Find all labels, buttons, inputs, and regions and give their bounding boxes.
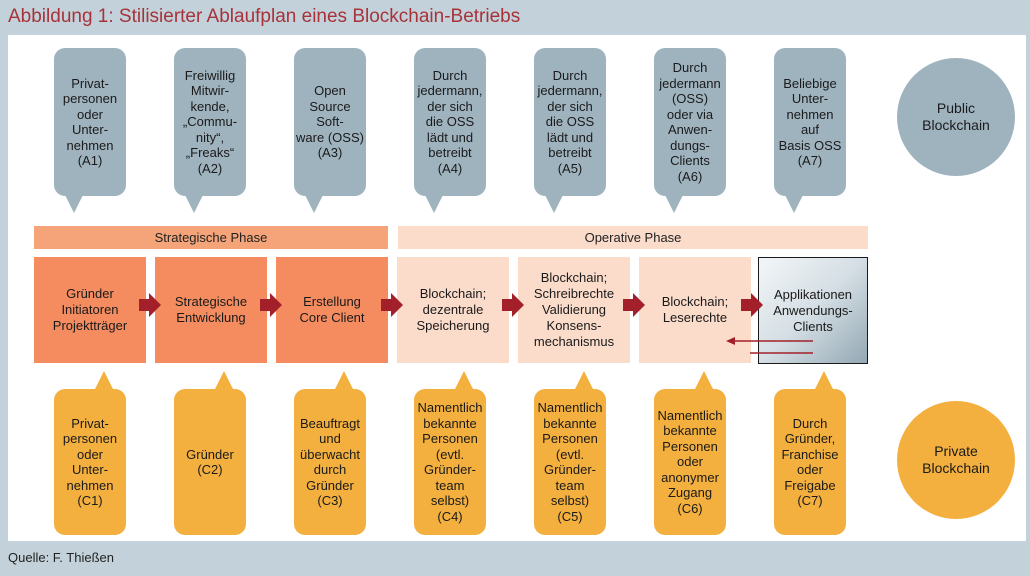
- bubble-tail: [64, 193, 84, 213]
- bubble-text: Gründer (C2): [186, 446, 234, 478]
- private-bubble-c6: Namentlich bekannte Personen oder anonym…: [654, 389, 726, 535]
- bubble-text: Privat- personen oder Unter- nehmen (C1): [62, 415, 118, 509]
- strategic-phase-bar: Strategische Phase: [34, 226, 388, 249]
- bubble-text: Namentlich bekannte Personen oder anonym…: [657, 407, 723, 516]
- public-bubble-a6: Durch jedermann (OSS) oder via Anwen- du…: [654, 48, 726, 196]
- process-step-write-rights: Blockchain; Schreibrechte Validierung Ko…: [518, 257, 630, 363]
- figure-title: Abbildung 1: Stilisierter Ablaufplan ein…: [8, 6, 521, 27]
- step-text: Erstellung Core Client: [299, 294, 365, 325]
- flow-arrow-icon: [381, 293, 403, 317]
- private-bubble-c2: Gründer (C2): [174, 389, 246, 535]
- bubble-tail: [424, 193, 444, 213]
- bubble-tail: [214, 371, 234, 391]
- bubble-text: Freiwillig Mitwir- kende, „Commu- nity“,…: [182, 67, 238, 176]
- bubble-tail: [454, 371, 474, 391]
- flow-arrow-icon: [623, 293, 645, 317]
- flow-arrow-icon: [260, 293, 282, 317]
- bubble-tail: [304, 193, 324, 213]
- bubble-text: Beliebige Unter- nehmen auf Basis OSS (A…: [778, 75, 842, 169]
- step-text: Blockchain; dezentrale Speicherung: [416, 286, 490, 333]
- private-bubble-c7: Durch Gründer, Franchise oder Freigabe (…: [774, 389, 846, 535]
- private-bubble-c5: Namentlich bekannte Personen (evtl. Grün…: [534, 389, 606, 535]
- flow-arrow-icon: [139, 293, 161, 317]
- bubble-text: Namentlich bekannte Personen (evtl. Grün…: [537, 400, 603, 524]
- private-bubble-c4: Namentlich bekannte Personen (evtl. Grün…: [414, 389, 486, 535]
- bubble-tail: [184, 193, 204, 213]
- flow-arrow-icon: [741, 293, 763, 317]
- flow-arrow-icon: [502, 293, 524, 317]
- process-step-strategic-development: Strategische Entwicklung: [155, 257, 267, 363]
- private-bubble-c1: Privat- personen oder Unter- nehmen (C1): [54, 389, 126, 535]
- bubble-text: Open Source Soft- ware (OSS) (A3): [296, 83, 364, 161]
- public-bubble-a4: Durch jedermann, der sich die OSS lädt u…: [414, 48, 486, 196]
- public-bubble-a5: Durch jedermann, der sich die OSS lädt u…: [534, 48, 606, 196]
- process-step-founders: Gründer Initiatoren Projektträger: [34, 257, 146, 363]
- public-bubble-a7: Beliebige Unter- nehmen auf Basis OSS (A…: [774, 48, 846, 196]
- bubble-text: Durch jedermann, der sich die OSS lädt u…: [537, 67, 603, 176]
- bubble-text: Durch jedermann (OSS) oder via Anwen- du…: [659, 60, 721, 184]
- bubble-tail: [574, 371, 594, 391]
- bubble-tail: [544, 193, 564, 213]
- public-bubble-a3: Open Source Soft- ware (OSS) (A3): [294, 48, 366, 196]
- process-step-storage: Blockchain; dezentrale Speicherung: [397, 257, 509, 363]
- phase-label: Operative Phase: [584, 230, 682, 245]
- private-blockchain-legend: Private Blockchain: [897, 401, 1015, 519]
- bubble-text: Beauftragt und überwacht durch Gründer (…: [300, 415, 360, 509]
- step-text: Strategische Entwicklung: [174, 294, 248, 325]
- legend-label: Public Blockchain: [922, 100, 990, 133]
- process-step-read-rights: Blockchain; Leserechte: [639, 257, 751, 363]
- bubble-tail: [814, 371, 834, 391]
- public-bubble-a2: Freiwillig Mitwir- kende, „Commu- nity“,…: [174, 48, 246, 196]
- step-text: Applikationen Anwendungs- Clients: [773, 286, 853, 334]
- bubble-text: Durch jedermann, der sich die OSS lädt u…: [417, 67, 483, 176]
- legend-label: Private Blockchain: [922, 443, 990, 476]
- bubble-text: Privat- personen oder Unter- nehmen (A1): [62, 75, 118, 169]
- phase-label: Strategische Phase: [154, 230, 268, 245]
- private-bubble-c3: Beauftragt und überwacht durch Gründer (…: [294, 389, 366, 535]
- process-step-core-client: Erstellung Core Client: [276, 257, 388, 363]
- step-text: Blockchain; Leserechte: [661, 294, 729, 325]
- operative-phase-bar: Operative Phase: [398, 226, 868, 249]
- public-bubble-a1: Privat- personen oder Unter- nehmen (A1): [54, 48, 126, 196]
- bubble-text: Namentlich bekannte Personen (evtl. Grün…: [417, 400, 483, 524]
- step-text: Gründer Initiatoren Projektträger: [52, 286, 128, 333]
- bubble-tail: [784, 193, 804, 213]
- bubble-tail: [94, 371, 114, 391]
- step-text: Blockchain; Schreibrechte Validierung Ko…: [533, 270, 615, 349]
- bubble-tail: [334, 371, 354, 391]
- source-note: Quelle: F. Thießen: [8, 550, 114, 565]
- bubble-tail: [664, 193, 684, 213]
- return-arrows-icon: [726, 337, 813, 354]
- bubble-text: Durch Gründer, Franchise oder Freigabe (…: [781, 415, 839, 509]
- process-step-applications: Applikationen Anwendungs- Clients: [758, 257, 868, 364]
- public-blockchain-legend: Public Blockchain: [897, 58, 1015, 176]
- bubble-tail: [694, 371, 714, 391]
